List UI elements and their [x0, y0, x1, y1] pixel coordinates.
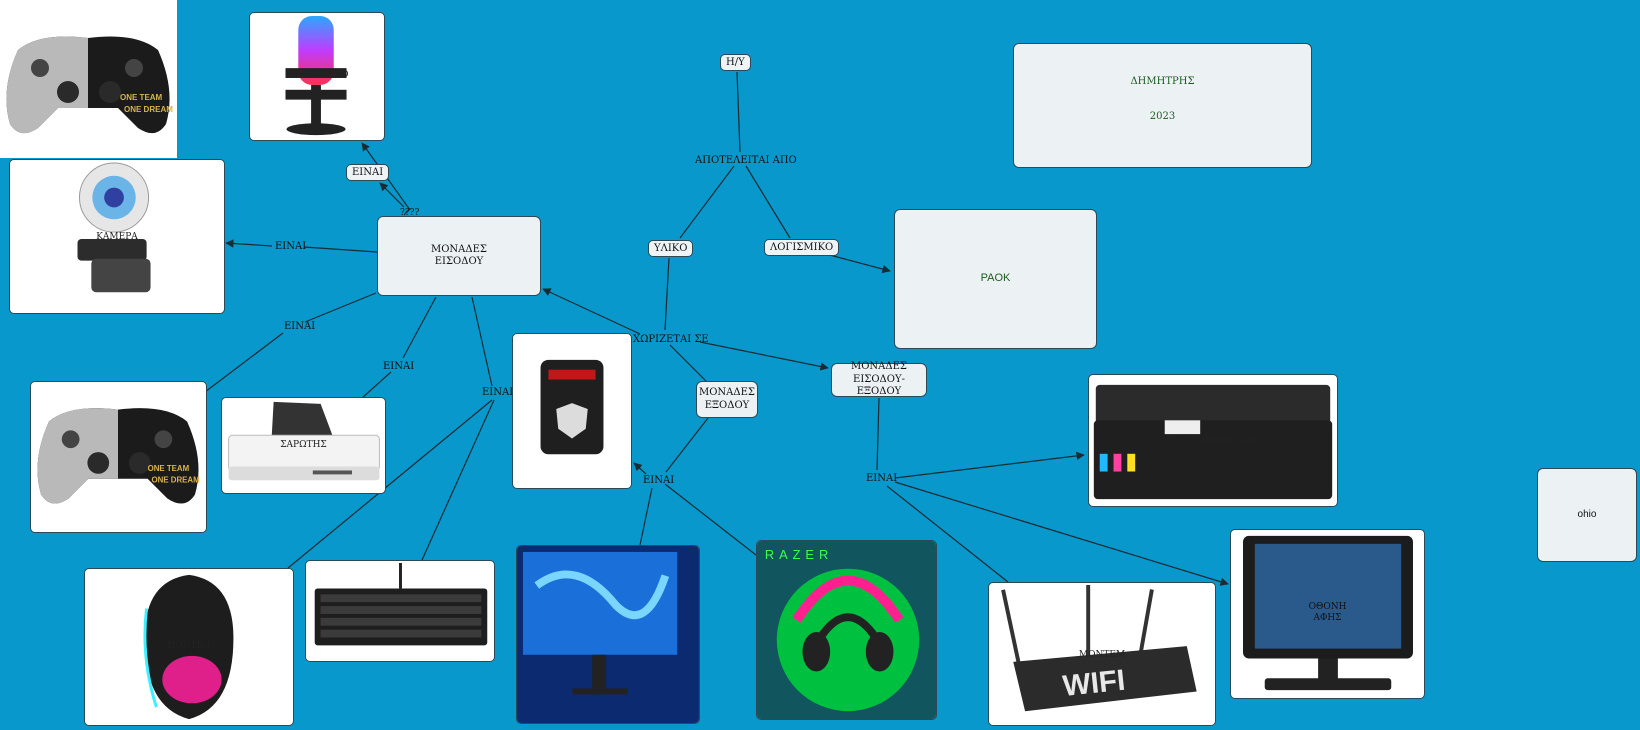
- touchscreen-caption: ΟΘΟΝΗ ΑΦΗΣ: [1308, 602, 1347, 623]
- title-year: 2023: [1149, 111, 1176, 122]
- label-einai-controller: ΕΙΝΑΙ: [284, 321, 316, 332]
- mouse-card: ΠΟΝΤΙΚΙ: [84, 568, 294, 726]
- label-einai-exodou: ΕΙΝΑΙ: [643, 475, 675, 486]
- headset-icon: RAZER: [757, 541, 936, 719]
- link-einai-router: [886, 485, 1009, 583]
- node-logismiko[interactable]: ΛΟΓΙΣΜΙΚΟ: [764, 239, 840, 256]
- link-qqqq-einai: [379, 182, 405, 208]
- label-qqqq: ????: [400, 208, 420, 218]
- label-einai-mic: ΕΙΝΑΙ: [346, 164, 390, 181]
- label-einai-mouse-keyboard: ΕΙΝΑΙ: [482, 387, 514, 398]
- wifi-text: WIFI: [1061, 664, 1127, 703]
- link-einai-camera: [225, 239, 273, 248]
- printer-caption: ΠΟΛΥΜΗΧΑΝΗΜΑ: [1168, 435, 1258, 445]
- link-eisodou-einai-scan: [402, 296, 437, 359]
- node-paok[interactable]: PAOK: [894, 209, 1097, 349]
- gamepad-icon: ONE TEAM ONE DREAM: [6, 36, 173, 134]
- label-xorizetai: ΧΩΡΙΖΕΤΑΙ ΣΕ: [633, 334, 709, 345]
- keyboard-icon: [314, 562, 488, 646]
- gamepad-icon: ONE TEAM ONE DREAM: [37, 408, 201, 504]
- link-einai-printer: [894, 451, 1085, 479]
- router-card: WIFI ΜΟΝΤΕΜ: [988, 582, 1216, 726]
- svg-text:ONE DREAM: ONE DREAM: [152, 476, 201, 485]
- link-einai-controller: [204, 332, 284, 393]
- node-monades-exodou[interactable]: ΜΟΝΑΔΕΣ ΕΞΟΔΟΥ: [696, 381, 758, 418]
- link-einai-usb: [633, 462, 647, 475]
- node-hy[interactable]: Η/Υ: [720, 54, 751, 71]
- link-hy-apoteleitai: [736, 71, 741, 153]
- label-apoteleitai: ΑΠΟΤΕΛΕΙΤΑΙ ΑΠΟ: [695, 155, 797, 166]
- microphone-caption: ΜΙΚΡΟΦΩΝΟ: [285, 70, 349, 80]
- controller-card: ONE TEAM ONE DREAM: [30, 381, 207, 533]
- printer-icon: [1093, 384, 1333, 500]
- mouse-caption: ΠΟΝΤΙΚΙ: [167, 641, 211, 651]
- link-einai-mouse: [287, 399, 493, 569]
- link-einai-monitor: [639, 487, 653, 546]
- link-einai-headset: [664, 483, 757, 556]
- usb-case-card: [512, 333, 632, 489]
- keyboard-card: [305, 560, 495, 662]
- link-logismiko-paok: [825, 253, 891, 274]
- link-einai-touchscreen: [894, 481, 1229, 586]
- title-name: ΔΗΜΗΤΡΗΣ: [1130, 76, 1195, 87]
- link-apoteleitai-logismiko: [745, 165, 791, 239]
- node-monades-eisodou[interactable]: ΜΟΝΑΔΕΣ ΕΙΣΟΔΟΥ: [377, 216, 541, 296]
- title-box: ΔΗΜΗΤΡΗΣ 2023: [1013, 43, 1312, 168]
- link-eisodou-qqqq: [403, 209, 409, 216]
- touchscreen-icon: [1243, 535, 1413, 691]
- label-einai-io: ΕΙΝΑΙ: [866, 473, 898, 484]
- svg-text:ONE DREAM: ONE DREAM: [124, 105, 173, 114]
- modem-caption: ΜΟΝΤΕΜ: [1078, 650, 1126, 660]
- printer-card: ΠΟΛΥΜΗΧΑΝΗΜΑ: [1088, 374, 1338, 507]
- monitor-icon: [517, 546, 699, 723]
- camera-card: ΚΑΜΕΡΑ: [9, 159, 225, 314]
- link-einai-scanner: [361, 371, 392, 399]
- monitor-card: [516, 545, 700, 724]
- headset-card: RAZER: [756, 540, 937, 720]
- mouse-icon: [143, 574, 234, 720]
- router-icon: WIFI: [1001, 584, 1197, 712]
- link-xorizetai-io: [699, 341, 829, 371]
- controller-image-top: ONE TEAM ONE DREAM: [0, 0, 177, 158]
- scanner-card: ΣΑΡΩΤΗΣ: [221, 397, 386, 494]
- svg-text:ONE TEAM: ONE TEAM: [120, 93, 163, 102]
- link-eisodou-einai-cam: [303, 246, 378, 253]
- link-einai-keyboard: [421, 399, 495, 561]
- node-ohio[interactable]: ohio: [1537, 468, 1637, 562]
- svg-text:ONE TEAM: ONE TEAM: [148, 464, 190, 473]
- webcam-icon: [77, 162, 151, 293]
- razer-brand-text: RAZER: [765, 547, 833, 562]
- label-einai-scanner: ΕΙΝΑΙ: [383, 361, 415, 372]
- label-einai-camera: ΕΙΝΑΙ: [275, 241, 307, 252]
- node-monades-eisodou-exodou[interactable]: ΜΟΝΑΔΕΣ ΕΙΣΟΔΟΥ-ΕΞΟΔΟΥ: [831, 361, 927, 397]
- link-xorizetai-exodou: [669, 344, 707, 382]
- node-yliko[interactable]: ΥΛΙΚΟ: [648, 240, 694, 257]
- scanner-caption: ΣΑΡΩΤΗΣ: [280, 440, 327, 450]
- link-eisodou-einai-mk: [471, 296, 493, 387]
- link-exodou-einai: [665, 417, 709, 473]
- camera-caption: ΚΑΜΕΡΑ: [96, 232, 138, 242]
- microphone-icon: [285, 15, 347, 136]
- usb-case-icon: [540, 359, 604, 455]
- touchscreen-card: ΟΘΟΝΗ ΑΦΗΣ: [1230, 529, 1425, 699]
- link-yliko-xorizetai: [664, 257, 670, 331]
- link-eisodou-einai-ctrl: [304, 292, 377, 323]
- link-io-einai: [876, 397, 880, 471]
- link-xorizetai-eisodou: [542, 288, 641, 335]
- microphone-card: ΜΙΚΡΟΦΩΝΟ: [249, 12, 385, 141]
- link-apoteleitai-yliko: [679, 165, 735, 239]
- scanner-icon: [228, 401, 380, 481]
